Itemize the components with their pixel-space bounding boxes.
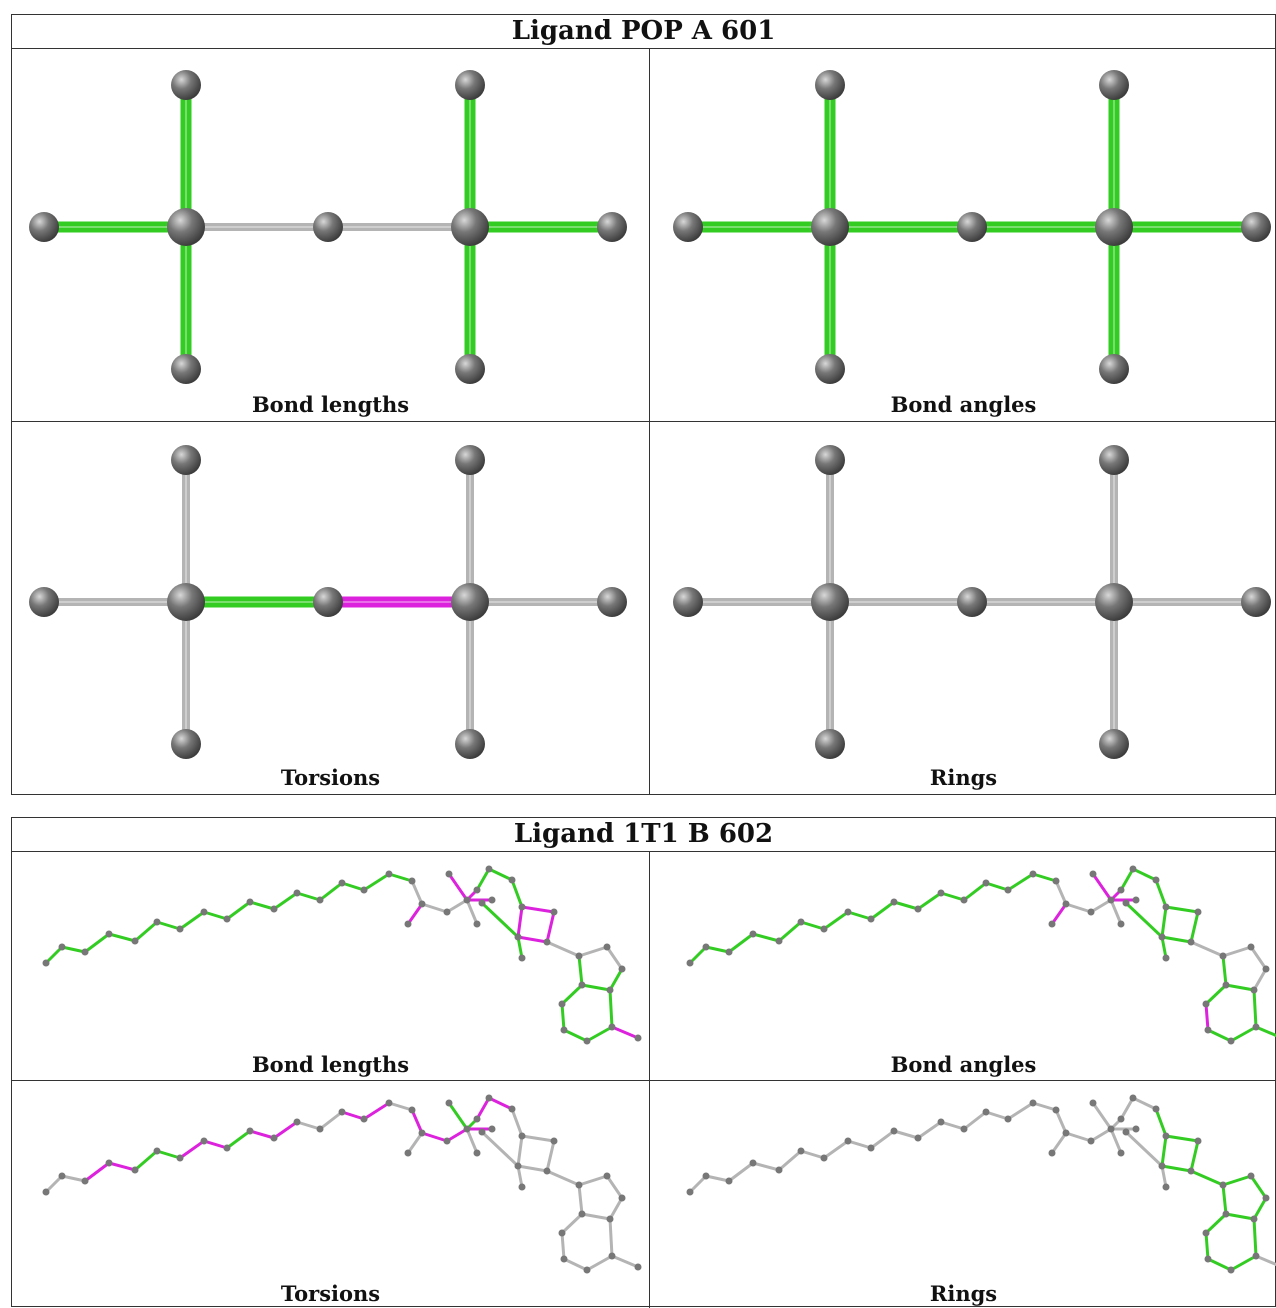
divider	[12, 421, 1276, 422]
1t1-bond-lengths-panel: Bond lengths	[12, 852, 649, 1080]
divider	[12, 1080, 1276, 1081]
pop-bond-angles-panel: Bond angles	[650, 49, 1276, 421]
1t1-torsions-label: Torsions	[280, 1281, 381, 1306]
ligand-1t1-panel-group: Ligand 1T1 B 602 Bond lengths Bond angle…	[11, 817, 1276, 1308]
pop-torsions-structure	[29, 445, 627, 759]
pop-rings-structure	[673, 445, 1271, 759]
divider	[649, 49, 650, 795]
pop-bond-lengths-label: Bond lengths	[251, 392, 410, 417]
pop-bond-angles-label: Bond angles	[890, 392, 1037, 417]
pop-torsions-label: Torsions	[280, 765, 381, 790]
1t1-bond-angles-structure	[686, 865, 1276, 1045]
1t1-rings-structure	[686, 1094, 1276, 1274]
ligand-pop-panel-group: Ligand POP A 601 Bond lengths Bond angle…	[11, 14, 1276, 795]
1t1-bond-angles-label: Bond angles	[890, 1052, 1037, 1077]
1t1-torsions-structure	[42, 1094, 642, 1274]
pop-bond-lengths-panel: Bond lengths	[12, 49, 649, 421]
1t1-torsions-panel: Torsions	[12, 1081, 649, 1308]
1t1-bond-lengths-structure	[42, 865, 642, 1045]
1t1-rings-label: Rings	[929, 1281, 998, 1306]
pop-torsions-panel: Torsions	[12, 422, 649, 795]
ligand-pop-title: Ligand POP A 601	[12, 15, 1275, 49]
pop-rings-label: Rings	[929, 765, 998, 790]
pop-bond-angles-structure	[673, 70, 1271, 384]
1t1-bond-angles-panel: Bond angles	[650, 852, 1276, 1080]
pop-rings-panel: Rings	[650, 422, 1276, 795]
1t1-rings-panel: Rings	[650, 1081, 1276, 1308]
pop-bond-lengths-structure	[29, 70, 627, 384]
1t1-bond-lengths-label: Bond lengths	[251, 1052, 410, 1077]
ligand-1t1-title: Ligand 1T1 B 602	[12, 818, 1275, 852]
